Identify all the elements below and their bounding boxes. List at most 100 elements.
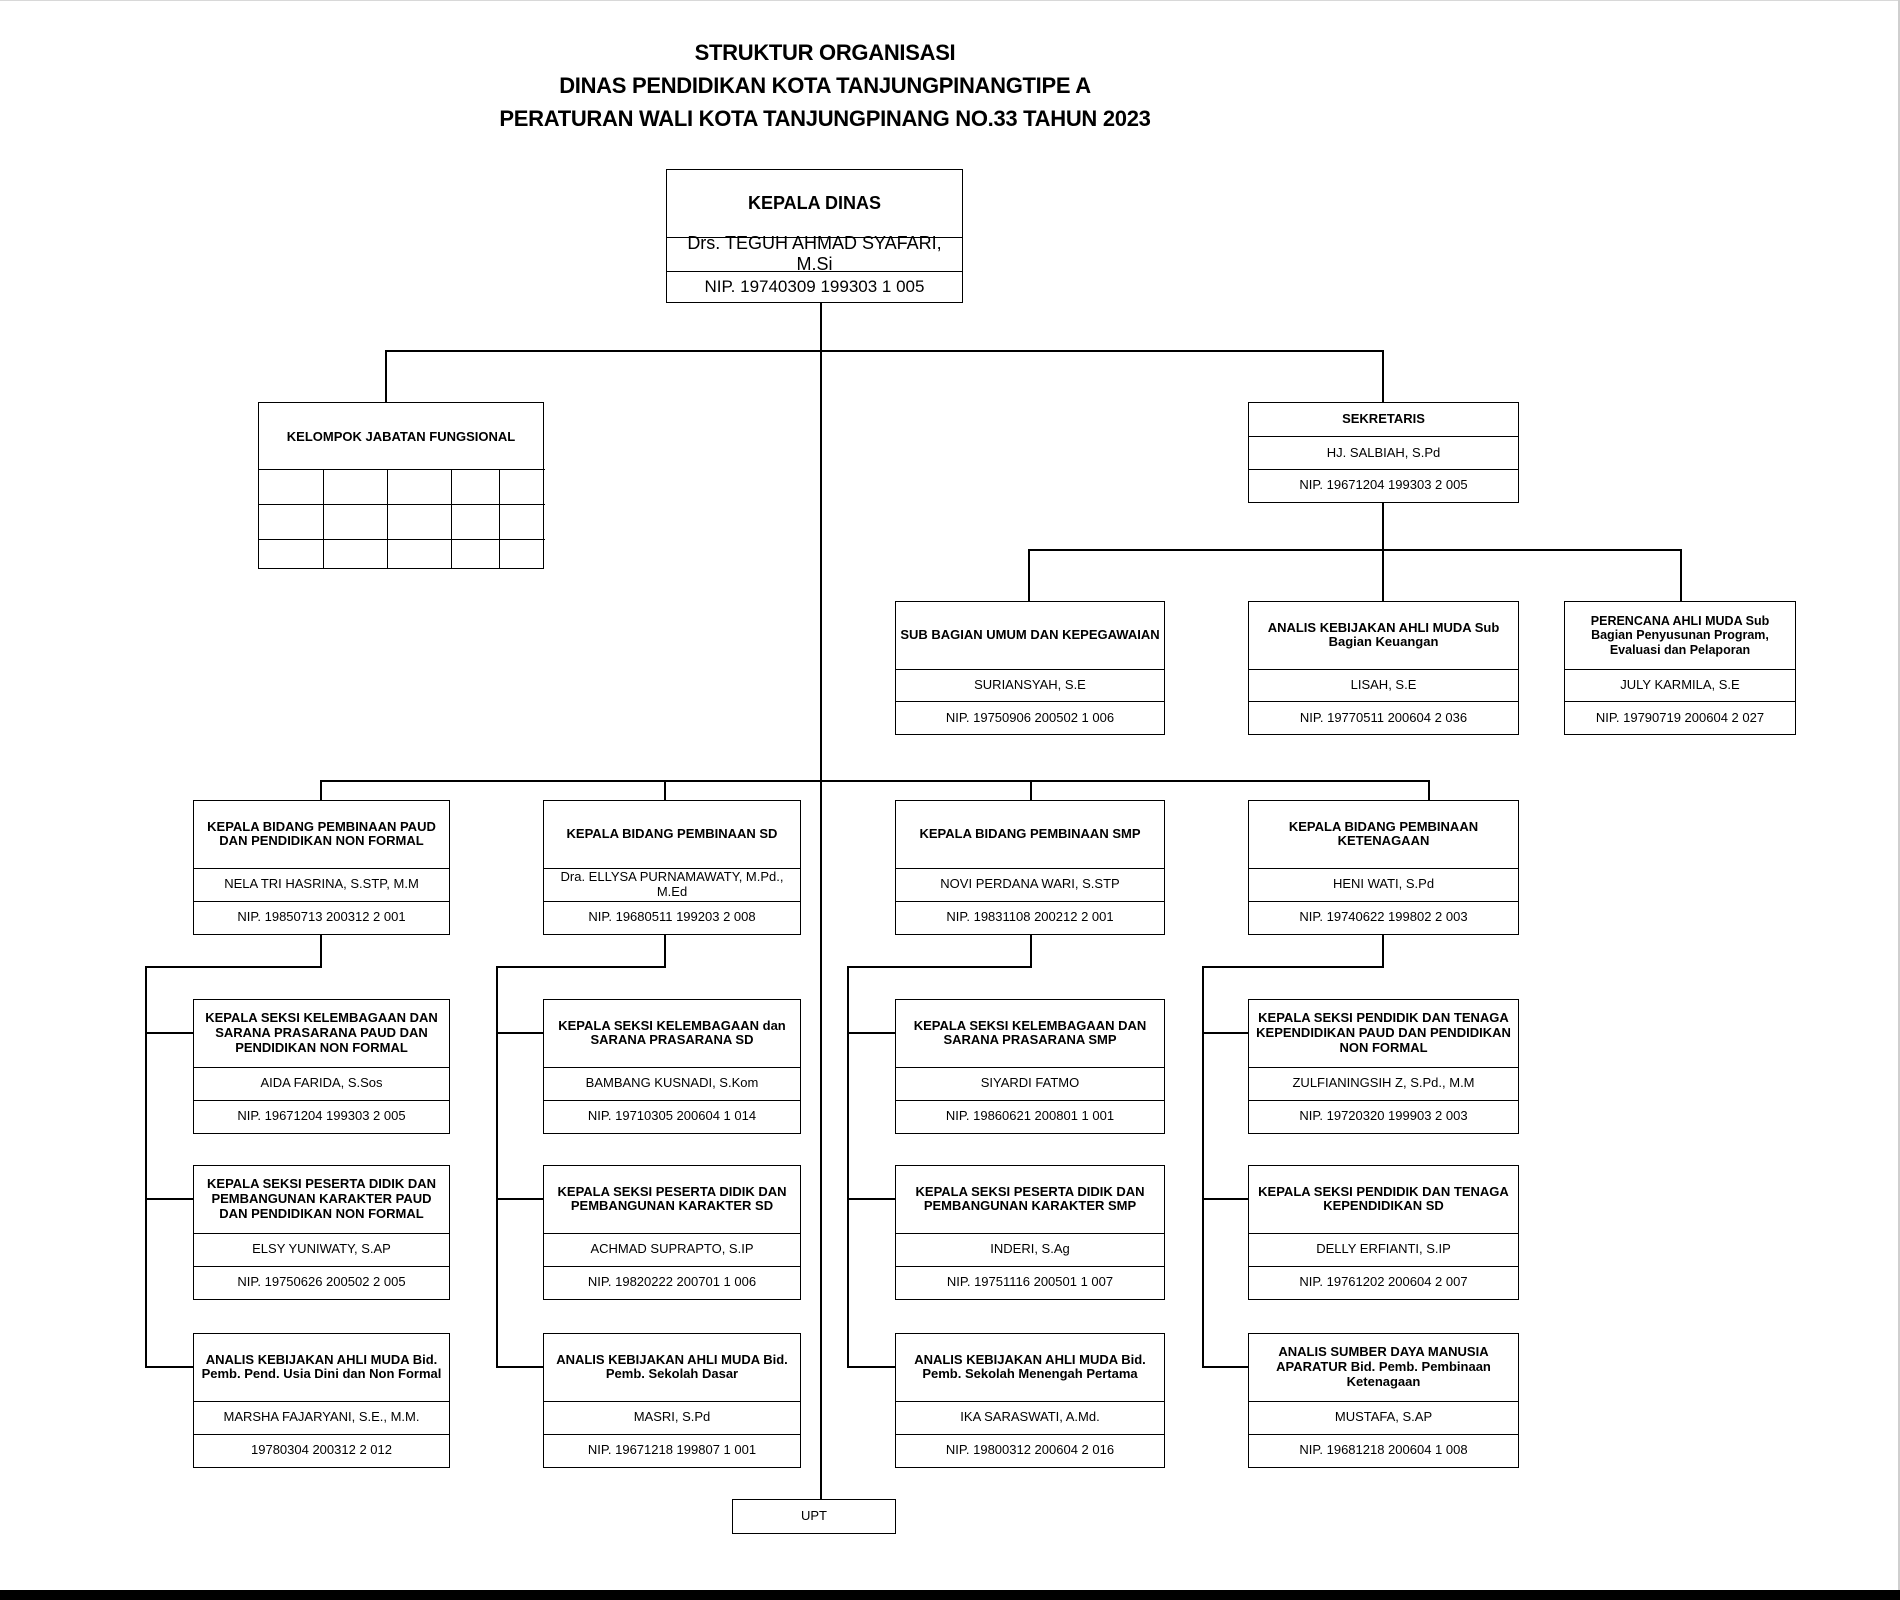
seksi-4-3-box: ANALIS SUMBER DAYA MANUSIA APARATUR Bid.… (1248, 1333, 1519, 1468)
upt-label: UPT (801, 1508, 827, 1524)
bidang-4-title: KEPALA BIDANG PEMBINAAN KETENAGAAN (1288, 818, 1479, 849)
seksi-2-3-title: ANALIS KEBIJAKAN AHLI MUDA Bid. Pemb. Se… (556, 1351, 788, 1382)
subbag-1-title: SUB BAGIAN UMUM DAN KEPEGAWAIAN (900, 627, 1160, 643)
subbag-3-name: JULY KARMILA, S.E (1565, 668, 1795, 702)
bidang-3-name: NOVI PERDANA WARI, S.STP (896, 867, 1164, 901)
subbag-box-2: ANALIS KEBIJAKAN AHLI MUDA Sub Bagian Ke… (1248, 601, 1519, 735)
bidang-4-name: HENI WATI, S.Pd (1249, 867, 1518, 901)
seksi-4-3-name: MUSTAFA, S.AP (1249, 1400, 1518, 1434)
seksi-4-2-title: KEPALA SEKSI PENDIDIK DAN TENAGA KEPENDI… (1258, 1183, 1509, 1214)
seksi-3-1-name: SIYARDI FATMO (896, 1066, 1164, 1100)
seksi-4-1-name: ZULFIANINGSIH Z, S.Pd., M.M (1249, 1066, 1518, 1100)
sekretaris-box: SEKRETARIS HJ. SALBIAH, S.Pd NIP. 196712… (1248, 402, 1519, 503)
bidang-4-nip: NIP. 19740622 199802 2 003 (1249, 900, 1518, 935)
sekretaris-title: SEKRETARIS (1342, 411, 1425, 427)
connector-bidang-2-drop (664, 780, 666, 801)
subbag-2-nip: NIP. 19770511 200604 2 036 (1249, 701, 1518, 734)
bidang-3-nip: NIP. 19831108 200212 2 001 (896, 900, 1164, 935)
kelompok-jabatan-fungsional-box: KELOMPOK JABATAN FUNGSIONAL (258, 402, 545, 569)
seksi-3-3-box: ANALIS KEBIJAKAN AHLI MUDA Bid. Pemb. Se… (895, 1333, 1165, 1468)
fungsional-grid (259, 469, 545, 568)
connector-col4-vertical (1202, 966, 1204, 1367)
subbag-box-3: PERENCANA AHLI MUDA Sub Bagian Penyusuna… (1564, 601, 1796, 735)
connector-col2-vertical (496, 966, 498, 1367)
seksi-4-1-title: KEPALA SEKSI PENDIDIK DAN TENAGA KEPENDI… (1256, 1010, 1511, 1055)
seksi-1-1-title: KEPALA SEKSI KELEMBAGAAN DAN SARANA PRAS… (205, 1010, 438, 1055)
connector-col3-vertical (847, 966, 849, 1367)
kepala-dinas-box: KEPALA DINAS Drs. TEGUH AHMAD SYAFARI, M… (666, 169, 963, 303)
seksi-1-2-box: KEPALA SEKSI PESERTA DIDIK DAN PEMBANGUN… (193, 1165, 450, 1300)
seksi-3-3-title: ANALIS KEBIJAKAN AHLI MUDA Bid. Pemb. Se… (914, 1351, 1146, 1382)
subbag-box-1: SUB BAGIAN UMUM DAN KEPEGAWAIAN SURIANSY… (895, 601, 1165, 735)
connector-col3-drop (1030, 934, 1032, 967)
connector-col3-horizontal (847, 966, 1032, 968)
upt-box: UPT (732, 1499, 896, 1534)
seksi-3-1-box: KEPALA SEKSI KELEMBAGAAN DAN SARANA PRAS… (895, 999, 1165, 1134)
seksi-2-2-nip: NIP. 19820222 200701 1 006 (544, 1265, 800, 1300)
connector-sekretaris-drop (1382, 350, 1384, 402)
connector-bidang-3-drop (1030, 780, 1032, 801)
bidang-2-title: KEPALA BIDANG PEMBINAAN SD (566, 826, 778, 842)
connector-col1-drop (320, 934, 322, 967)
bidang-box-3: KEPALA BIDANG PEMBINAAN SMP NOVI PERDANA… (895, 800, 1165, 935)
chart-title-line1: STRUKTUR ORGANISASI (694, 40, 956, 65)
connector-col3-stub-2 (847, 1198, 895, 1200)
seksi-2-3-nip: NIP. 19671218 199807 1 001 (544, 1433, 800, 1468)
seksi-3-2-nip: NIP. 19751116 200501 1 007 (896, 1265, 1164, 1300)
seksi-2-1-box: KEPALA SEKSI KELEMBAGAAN dan SARANA PRAS… (543, 999, 801, 1134)
seksi-4-2-name: DELLY ERFIANTI, S.IP (1249, 1232, 1518, 1266)
seksi-1-1-nip: NIP. 19671204 199303 2 005 (194, 1099, 449, 1134)
seksi-3-1-title: KEPALA SEKSI KELEMBAGAAN DAN SARANA PRAS… (913, 1017, 1147, 1048)
seksi-1-3-box: ANALIS KEBIJAKAN AHLI MUDA Bid. Pemb. Pe… (193, 1333, 450, 1468)
seksi-2-2-name: ACHMAD SUPRAPTO, S.IP (544, 1232, 800, 1266)
seksi-1-2-title: KEPALA SEKSI PESERTA DIDIK DAN PEMBANGUN… (207, 1176, 436, 1221)
connector-bidang-1-drop (320, 780, 322, 801)
seksi-2-1-name: BAMBANG KUSNADI, S.Kom (544, 1066, 800, 1100)
fungsional-title: KELOMPOK JABATAN FUNGSIONAL (286, 428, 516, 444)
chart-title-line2: DINAS PENDIDIKAN KOTA TANJUNGPINANGTIPE … (559, 73, 1091, 98)
connector-col4-stub-1 (1202, 1032, 1249, 1034)
seksi-2-1-title: KEPALA SEKSI KELEMBAGAAN dan SARANA PRAS… (558, 1017, 786, 1048)
connector-bidang-horizontal (320, 780, 1429, 782)
connector-main-vertical (820, 302, 822, 1500)
bidang-box-2: KEPALA BIDANG PEMBINAAN SD Dra. ELLYSA P… (543, 800, 801, 935)
bidang-box-1: KEPALA BIDANG PEMBINAAN PAUD DAN PENDIDI… (193, 800, 450, 935)
right-border (1898, 0, 1900, 1590)
bidang-3-title: KEPALA BIDANG PEMBINAAN SMP (919, 826, 1141, 842)
top-border (0, 0, 1900, 1)
connector-col2-stub-2 (496, 1198, 544, 1200)
subbag-3-title: PERENCANA AHLI MUDA Sub Bagian Penyusuna… (1590, 613, 1770, 657)
subbag-2-title: ANALIS KEBIJAKAN AHLI MUDA Sub Bagian Ke… (1267, 619, 1500, 650)
connector-sekretaris-down (1382, 502, 1384, 602)
connector-subbag-horizontal (1028, 549, 1681, 551)
connector-top-horizontal (385, 350, 1383, 352)
connector-col2-stub-3 (496, 1366, 544, 1368)
seksi-2-2-title: KEPALA SEKSI PESERTA DIDIK DAN PEMBANGUN… (557, 1183, 787, 1214)
seksi-3-1-nip: NIP. 19860621 200801 1 001 (896, 1099, 1164, 1134)
bidang-box-4: KEPALA BIDANG PEMBINAAN KETENAGAAN HENI … (1248, 800, 1519, 935)
connector-subbag-1-drop (1028, 549, 1030, 602)
kepala-dinas-nip: NIP. 19740309 199303 1 005 (667, 270, 962, 302)
connector-col4-stub-3 (1202, 1366, 1249, 1368)
subbag-2-name: LISAH, S.E (1249, 668, 1518, 702)
connector-col1-stub-3 (145, 1366, 194, 1368)
subbag-1-name: SURIANSYAH, S.E (896, 668, 1164, 702)
connector-col3-stub-1 (847, 1032, 895, 1034)
connector-col1-stub-1 (145, 1032, 194, 1034)
seksi-1-1-box: KEPALA SEKSI KELEMBAGAAN DAN SARANA PRAS… (193, 999, 450, 1134)
seksi-3-2-name: INDERI, S.Ag (896, 1232, 1164, 1266)
bidang-1-nip: NIP. 19850713 200312 2 001 (194, 900, 449, 935)
connector-col1-vertical (145, 966, 147, 1367)
seksi-1-2-nip: NIP. 19750626 200502 2 005 (194, 1265, 449, 1300)
kepala-dinas-title: KEPALA DINAS (747, 192, 881, 213)
connector-subbag-3-drop (1680, 549, 1682, 602)
seksi-1-1-name: AIDA FARIDA, S.Sos (194, 1066, 449, 1100)
subbag-1-nip: NIP. 19750906 200502 1 006 (896, 701, 1164, 734)
bidang-1-title: KEPALA BIDANG PEMBINAAN PAUD DAN PENDIDI… (207, 818, 436, 849)
connector-col1-horizontal (145, 966, 322, 968)
seksi-2-1-nip: NIP. 19710305 200604 1 014 (544, 1099, 800, 1134)
connector-col2-horizontal (496, 966, 666, 968)
seksi-4-2-nip: NIP. 19761202 200604 2 007 (1249, 1265, 1518, 1300)
seksi-2-3-name: MASRI, S.Pd (544, 1400, 800, 1434)
